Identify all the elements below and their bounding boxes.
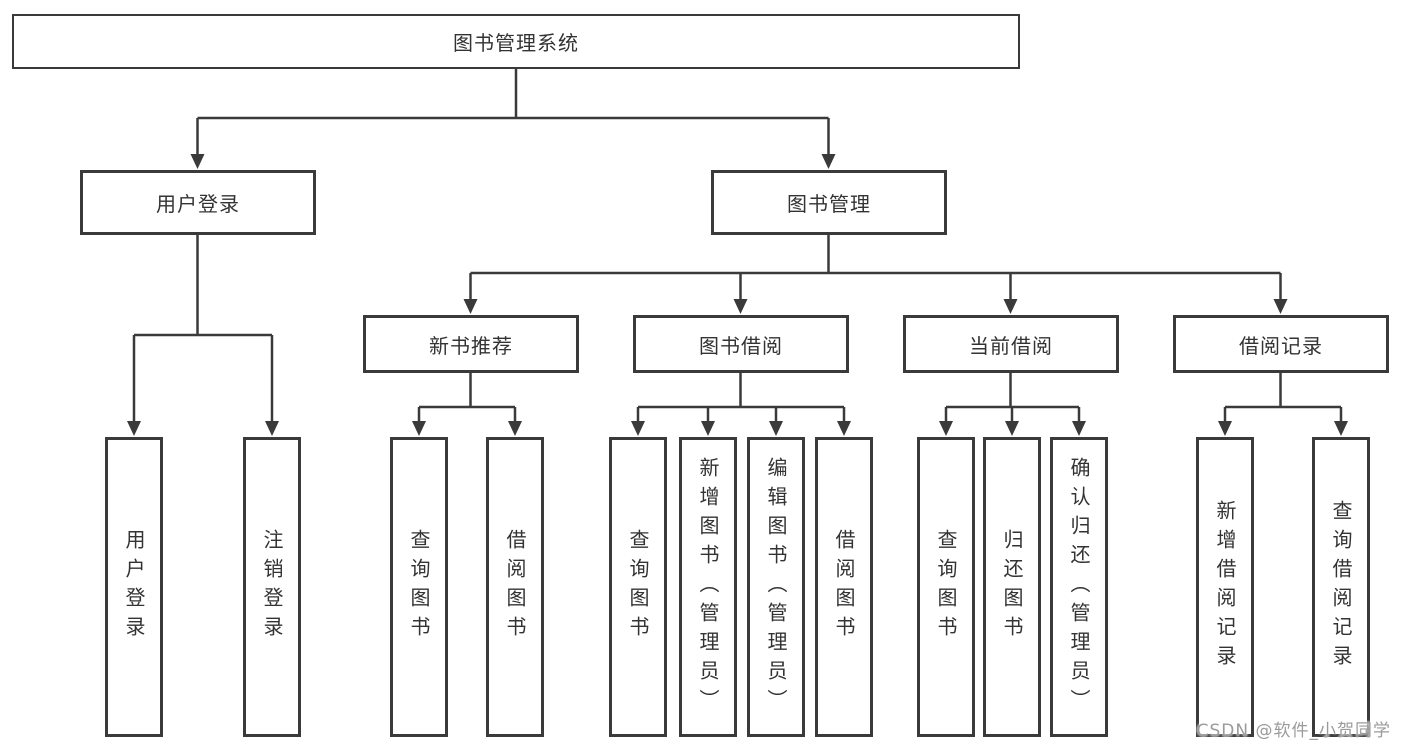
leaf-logout: 注销登录 [243,437,301,737]
arrowhead-icon [412,421,426,436]
arrowhead-icon [190,154,205,169]
node-label: 当前借阅 [969,333,1053,358]
node-label: 用户登录 [156,192,240,216]
arrowhead-icon [463,299,478,314]
leaf-query-books-2: 查询图书 [609,437,667,737]
arrowhead-icon [1003,299,1018,314]
arrowhead-icon [1218,421,1232,436]
leaf-query-books-3: 查询图书 [917,437,975,737]
leaf-add-borrow-record: 新增借阅记录 [1196,437,1254,737]
arrowhead-icon [733,299,748,314]
node-borrow-records: 借阅记录 [1173,315,1389,373]
connector-current-borrow-children [939,373,1086,436]
connector-root-to-level2 [190,68,836,169]
arrowhead-icon [631,421,645,436]
arrowhead-icon [837,421,851,436]
csdn-watermark: CSDN @软件_小贺同学 [1196,721,1391,741]
arrowhead-icon [701,421,715,436]
node-label: 查询图书 [407,529,431,645]
leaf-borrow-books-2: 借阅图书 [815,437,873,737]
node-label: 图书管理 [787,192,871,216]
arrowhead-icon [265,421,279,436]
node-new-book-recommend: 新书推荐 [363,315,579,373]
node-label: 查询图书 [934,529,958,645]
node-user-login-branch: 用户登录 [80,170,316,235]
node-label: 新书推荐 [429,333,513,358]
leaf-user-login: 用户登录 [105,437,163,737]
node-label: 新增借阅记录 [1213,500,1237,674]
node-book-management-branch: 图书管理 [711,170,947,235]
connector-new-book-children [412,373,522,436]
connector-borrow-record-children [1218,373,1348,436]
node-label: 编辑图书（管理员） [764,456,788,718]
node-current-borrowing: 当前借阅 [903,315,1119,373]
arrowhead-icon [939,421,953,436]
arrowhead-icon [1273,299,1288,314]
node-label: 图书借阅 [699,333,783,358]
node-label: 归还图书 [1000,529,1024,645]
connector-book-borrow-children [631,373,851,436]
arrowhead-icon [821,154,836,169]
node-label: 借阅图书 [503,529,527,645]
leaf-query-books-1: 查询图书 [390,437,448,737]
arrowhead-icon [508,421,522,436]
node-root-library-system: 图书管理系统 [12,14,1020,69]
node-label: 查询图书 [626,529,650,645]
connector-user-login-children [127,235,279,436]
arrowhead-icon [1334,421,1348,436]
leaf-query-borrow-record: 查询借阅记录 [1312,437,1370,737]
leaf-borrow-books-1: 借阅图书 [486,437,544,737]
node-label: 查询借阅记录 [1329,500,1353,674]
node-label: 注销登录 [260,529,284,645]
node-label: 确认归还（管理员） [1067,456,1091,718]
node-label: 借阅记录 [1239,333,1323,358]
leaf-return-book: 归还图书 [983,437,1041,737]
leaf-confirm-return-admin: 确认归还（管理员） [1050,437,1108,737]
node-label: 用户登录 [122,529,146,645]
node-book-borrowing: 图书借阅 [633,315,849,373]
arrowhead-icon [127,421,141,436]
leaf-add-book-admin: 新增图书（管理员） [679,437,737,737]
leaf-edit-book-admin: 编辑图书（管理员） [747,437,805,737]
node-label: 借阅图书 [832,529,856,645]
node-label: 新增图书（管理员） [696,456,720,718]
node-label: 图书管理系统 [453,31,579,55]
connector-book-mgmt-children [463,235,1288,314]
arrowhead-icon [1072,421,1086,436]
arrowhead-icon [1005,421,1019,436]
arrowhead-icon [769,421,783,436]
